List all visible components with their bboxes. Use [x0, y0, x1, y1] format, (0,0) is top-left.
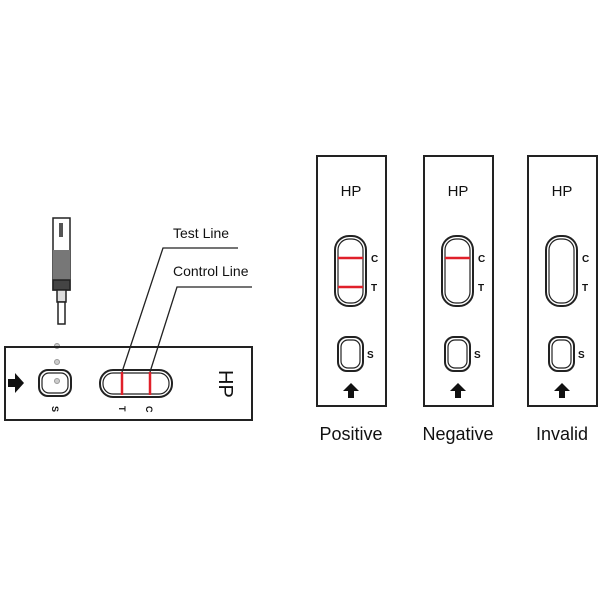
- test-label: T: [478, 283, 484, 294]
- result-card-invalid: HP C T S Invalid: [527, 155, 598, 444]
- control-label: C: [144, 406, 154, 413]
- result-title: Negative: [422, 424, 493, 444]
- sample-well: [337, 336, 364, 372]
- control-label: C: [371, 254, 378, 265]
- sample-label: S: [578, 350, 585, 361]
- control-label: C: [478, 254, 485, 265]
- drops-icon: [54, 343, 60, 384]
- test-label: T: [117, 406, 127, 412]
- arrow-up-icon: [554, 383, 570, 398]
- result-card-negative: HP C T S Negative: [422, 155, 494, 444]
- result-title: Positive: [319, 424, 382, 444]
- sample-well: [548, 336, 575, 372]
- result-window: [545, 235, 578, 307]
- control-line-callout: [149, 286, 252, 373]
- brand-label: HP: [341, 183, 362, 200]
- test-line-caption: Test Line: [173, 225, 229, 241]
- result-window: [441, 235, 474, 307]
- sample-label: S: [50, 406, 60, 412]
- brand-label: HP: [448, 183, 469, 200]
- brand-label: HP: [552, 183, 573, 200]
- arrow-up-icon: [450, 383, 466, 398]
- sample-label: S: [367, 350, 374, 361]
- arrow-up-icon: [343, 383, 359, 398]
- cassette-outline: [316, 155, 387, 407]
- cassette-outline: [423, 155, 494, 407]
- arrow-right-icon: [8, 373, 24, 393]
- test-cassette-horizontal: S T C HP: [4, 346, 253, 421]
- test-line-callout: [121, 247, 238, 373]
- result-window: [99, 369, 173, 398]
- result-window: [334, 235, 367, 307]
- result-title: Invalid: [536, 424, 588, 444]
- control-line-caption: Control Line: [173, 263, 249, 279]
- sample-well: [38, 369, 72, 397]
- result-card-positive: HP C T S Positive: [316, 155, 387, 444]
- cassette-outline: [527, 155, 598, 407]
- sample-well: [444, 336, 471, 372]
- brand-label: HP: [214, 370, 236, 398]
- test-label: T: [582, 283, 588, 294]
- sample-label: S: [474, 350, 481, 361]
- dropper-icon: [52, 217, 71, 325]
- control-label: C: [582, 254, 589, 265]
- test-label: T: [371, 283, 377, 294]
